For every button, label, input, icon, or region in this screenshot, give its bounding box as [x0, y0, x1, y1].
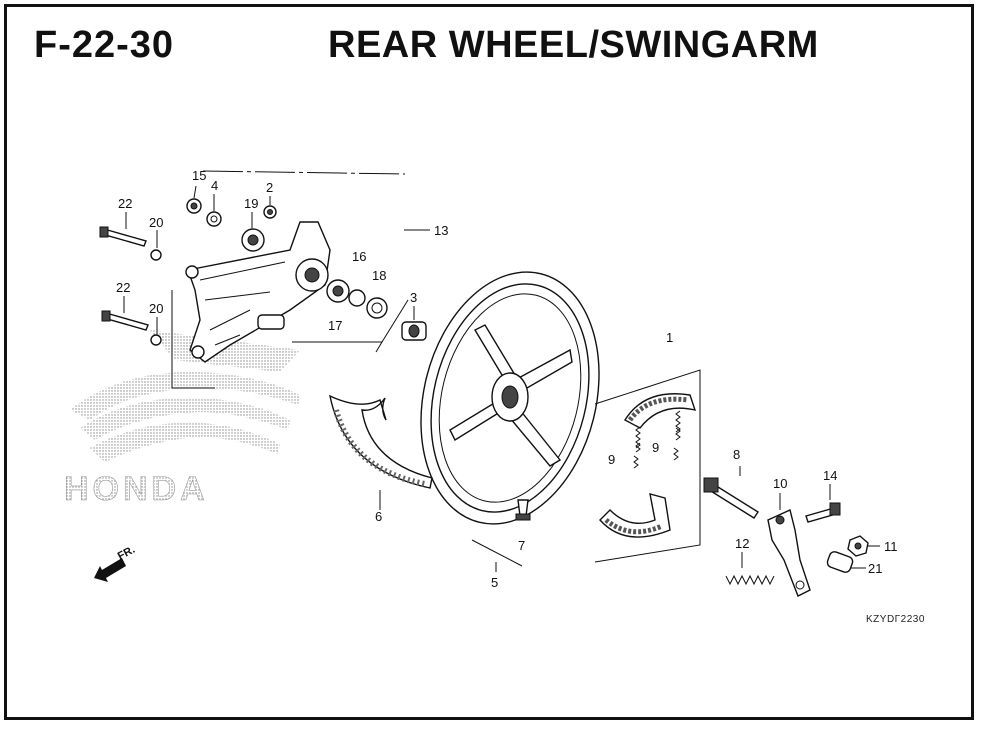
callout-16: 16	[352, 249, 366, 264]
callout-12: 12	[735, 536, 749, 551]
callout-18: 18	[372, 268, 386, 283]
bolt-22-upper	[99, 226, 147, 247]
reference-lines	[171, 170, 409, 389]
callout-5: 5	[491, 575, 498, 590]
front-direction-arrow: FR.	[94, 544, 137, 582]
swingarm	[185, 221, 331, 363]
brake-cam-8	[703, 477, 759, 519]
watermark-text: HONDA	[64, 470, 209, 508]
callout-20-upper: 20	[149, 215, 163, 230]
callout-9-left: 9	[608, 452, 615, 467]
callout-8: 8	[733, 447, 740, 462]
brake-arm-10	[767, 509, 811, 597]
valve-7	[515, 499, 531, 521]
bolt-14	[805, 502, 841, 523]
rear-wheel	[420, 271, 600, 525]
callout-21: 21	[868, 561, 882, 576]
seal-18	[366, 297, 388, 319]
callout-14: 14	[823, 468, 837, 483]
callout-6: 6	[375, 509, 382, 524]
honda-watermark: HONDA	[64, 330, 300, 508]
washer-20-upper	[150, 249, 162, 261]
spring-9-left	[633, 426, 641, 469]
callout-10: 10	[773, 476, 787, 491]
callout-22-lower: 22	[116, 280, 130, 295]
diagram-title: REAR WHEEL/SWINGARM	[328, 24, 819, 66]
callout-13: 13	[434, 223, 448, 238]
mudguard-6	[329, 394, 433, 489]
callout-17: 17	[328, 318, 342, 333]
callout-1: 1	[666, 330, 673, 345]
nut-2	[263, 205, 277, 219]
bolt-22-lower	[101, 310, 149, 331]
front-direction-label: FR.	[116, 544, 137, 563]
collar-3	[401, 321, 427, 341]
leader-lines	[123, 185, 880, 572]
callout-7: 7	[518, 538, 525, 553]
washer-4	[206, 211, 222, 227]
callout-4: 4	[211, 178, 218, 193]
spring-9-right	[673, 410, 681, 461]
brake-assembly-bracket	[594, 369, 701, 563]
diagram-frame	[4, 4, 974, 720]
callout-22-upper: 22	[118, 196, 132, 211]
callout-15: 15	[192, 168, 206, 183]
callout-2: 2	[266, 180, 273, 195]
circlip-16	[348, 289, 366, 307]
collar-21	[826, 551, 854, 573]
nut-15	[186, 198, 202, 214]
callout-3: 3	[410, 290, 417, 305]
callout-numbers: 15 4 2 19 22 20 22 20 16 18 17 13 3 1 6 …	[116, 168, 898, 590]
callout-19: 19	[244, 196, 258, 211]
brake-shoe-lower	[599, 493, 671, 538]
reference-code: KZYDΓ2230	[866, 614, 925, 625]
spring-12	[725, 574, 775, 586]
nut-11	[847, 535, 869, 557]
diagram-code: F-22-30	[34, 24, 175, 66]
brake-shoe-upper	[624, 393, 697, 429]
washer-20-lower	[150, 334, 162, 346]
bearing-17	[326, 279, 350, 303]
callout-20-lower: 20	[149, 301, 163, 316]
callout-11: 11	[884, 539, 898, 554]
callout-9-right: 9	[652, 440, 659, 455]
bearing-19	[241, 228, 265, 252]
